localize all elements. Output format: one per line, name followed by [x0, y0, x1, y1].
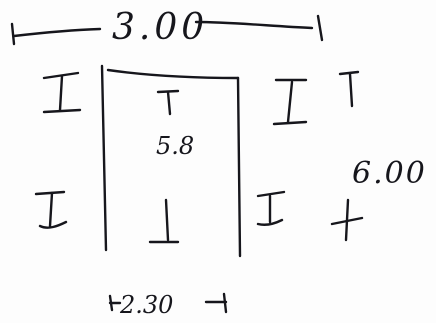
top-dim-left-tick	[10, 22, 16, 46]
top-dim-left-segment	[12, 27, 102, 38]
top-dimension-line: 3.00	[10, 7, 324, 48]
right-top-i-mark	[272, 78, 308, 126]
top-dimension-label: 3.00	[112, 7, 208, 48]
center-value-label: 5.8	[156, 132, 194, 160]
inner-bottom-t-mark	[148, 198, 180, 244]
top-dim-right-segment	[194, 20, 314, 30]
inner-top-t-mark	[156, 89, 180, 116]
right-dimension-label: 6.00	[352, 156, 427, 191]
right-dim-top-tick	[338, 70, 360, 76]
rect-left-edge	[100, 64, 108, 252]
left-bottom-i-mark	[34, 190, 68, 229]
bottom-dimension-label: 2.30	[119, 291, 173, 319]
right-dimension-line: 6.00	[330, 70, 427, 242]
right-dim-bottom-tick	[330, 216, 364, 226]
right-bottom-i-mark	[256, 190, 286, 226]
right-dim-top-segment	[348, 72, 354, 108]
top-dim-right-tick	[316, 14, 324, 42]
rect-top-edge	[106, 68, 240, 80]
central-section-rectangle	[100, 64, 242, 258]
bottom-dimension-line: 2.30	[108, 291, 228, 319]
rect-right-edge	[236, 76, 242, 258]
left-top-i-mark	[42, 71, 82, 114]
bottom-dim-right-tick	[222, 292, 228, 314]
